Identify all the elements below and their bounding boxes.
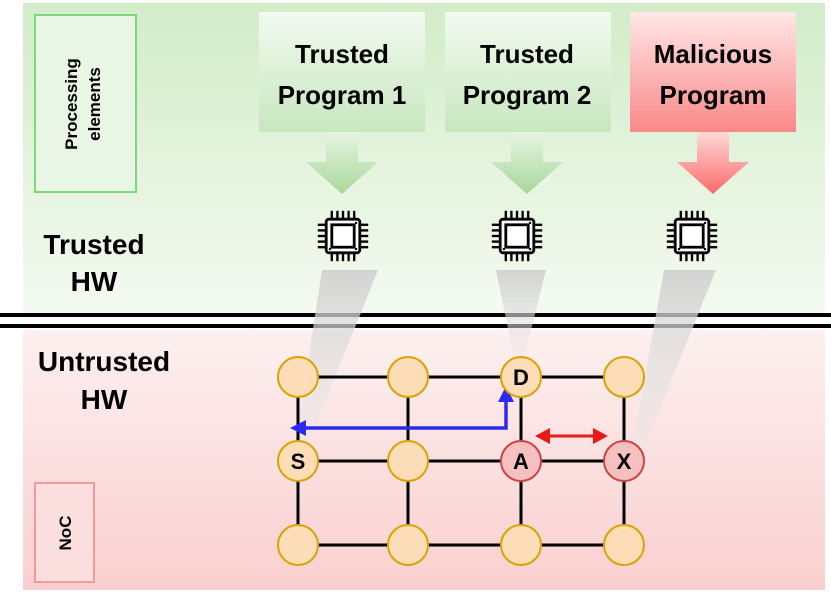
program-box-1 <box>259 12 425 132</box>
program-box-2 <box>445 12 611 132</box>
noc-legend-label: NoC <box>56 516 75 551</box>
untrusted-hw-label-line1: Untrusted <box>38 346 170 377</box>
processing-elements-legend-line2: elements <box>85 67 104 141</box>
router-label-malicious: X <box>617 449 632 474</box>
router-r1c2 <box>500 440 542 482</box>
program-3-line2: Program <box>660 80 767 110</box>
router-r1c3 <box>603 440 645 482</box>
router-r2c2 <box>500 524 542 566</box>
router-r2c3 <box>603 524 645 566</box>
routing-path-arrowhead-up-icon <box>498 386 514 402</box>
router-label-destination: D <box>513 365 529 390</box>
program-2-line1: Trusted <box>480 39 574 69</box>
router-r0c3 <box>603 356 645 398</box>
untrusted-hw-label-line2: HW <box>81 384 128 415</box>
arrow-down-program-2-icon <box>491 132 563 194</box>
processing-elements-legend-line1: Processing <box>62 58 81 150</box>
router-r1c1 <box>387 440 429 482</box>
router-r0c0 <box>277 356 319 398</box>
router-label-source: S <box>291 449 306 474</box>
trusted-hw-label-line1: Trusted <box>43 229 144 260</box>
routing-path-arrow <box>302 396 508 430</box>
router-r2c0 <box>277 524 319 566</box>
program-1-line1: Trusted <box>295 39 389 69</box>
router-r0c1 <box>387 356 429 398</box>
attack-arrowhead-right-icon <box>593 428 608 444</box>
router-label-attacker: A <box>513 449 529 474</box>
arrow-down-malicious-icon <box>677 132 749 194</box>
routing-path-arrowhead-left-icon <box>290 420 306 436</box>
mapping-beam-program1 <box>296 270 378 440</box>
noc-legend-box <box>34 482 95 583</box>
router-r0c2 <box>500 356 542 398</box>
processing-elements-legend-box <box>34 14 137 193</box>
program-1-line2: Program 1 <box>278 80 407 110</box>
router-r2c1 <box>387 524 429 566</box>
program-2-line2: Program 2 <box>463 80 592 110</box>
arrow-down-program-1-icon <box>306 132 378 194</box>
mapping-beam-malicious <box>632 270 716 448</box>
noc-routers <box>277 356 645 566</box>
program-box-malicious <box>630 12 796 132</box>
trusted-hw-label-line2: HW <box>71 266 118 297</box>
router-r1c0 <box>277 440 319 482</box>
program-3-line1: Malicious <box>654 39 772 69</box>
attack-arrowhead-left-icon <box>535 428 550 444</box>
mapping-beam-program2 <box>496 270 546 358</box>
